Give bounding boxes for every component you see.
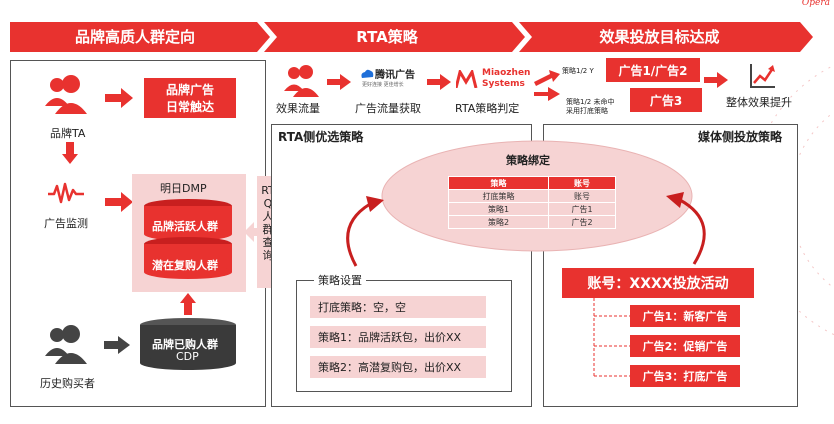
miaozhen-logo-line1: Miaozhen <box>482 68 531 78</box>
brand-ta-person-icon <box>45 75 87 114</box>
tree-connector <box>593 298 630 377</box>
branch-arrows-icon <box>534 70 560 101</box>
table-cell: 广告2 <box>548 215 616 229</box>
arrow-right-icon <box>427 74 451 90</box>
settings-item: 打底策略：空，空 <box>310 296 486 318</box>
arrow-right-dark-icon <box>104 336 130 354</box>
table-cell: 账号 <box>548 189 616 203</box>
dmp-cylinders <box>144 199 232 279</box>
strategy-n-line2: 采用打底策略 <box>566 107 608 115</box>
header-chevrons <box>10 22 813 52</box>
media-ad-item: 广告3：打底广告 <box>630 365 740 387</box>
settings-title: 策略设置 <box>314 272 366 288</box>
header-left: 品牌高质人群定向 <box>74 28 195 46</box>
binding-th-strategy: 策略 <box>447 176 550 190</box>
settings-item: 策略1：品牌活跃包，出价XX <box>310 326 486 348</box>
past-buyers-label: 历史购买者 <box>40 377 95 390</box>
cyl-active-label: 品牌活跃人群 <box>152 220 218 233</box>
table-cell: 策略1 <box>447 202 550 216</box>
wave-monitor-icon <box>48 182 84 204</box>
media-ad-item: 广告1：新客广告 <box>630 305 740 327</box>
binding-table-header-row: 策略 账号 <box>447 176 616 190</box>
ad-traffic-label: 广告流量获取 <box>355 102 421 115</box>
ad-monitor-label: 广告监测 <box>44 217 88 230</box>
ad12-box: 广告1/广告2 <box>606 58 700 82</box>
tencent-logo: 腾讯广告 更好连接 更佳增长 <box>360 66 424 92</box>
dmp-title: 明日DMP <box>160 182 207 195</box>
table-row: 策略2 广告2 <box>447 215 616 229</box>
strategy-y-label: 策略1/2 Y <box>562 67 594 75</box>
brand-ad-line1: 品牌广告 <box>165 83 214 97</box>
tencent-cloud-icon <box>361 69 374 78</box>
header-middle: RTA策略 <box>356 28 418 46</box>
miaozhen-logo-icon <box>456 70 478 88</box>
cdp-line1: 品牌已购人群 <box>152 338 218 351</box>
table-row: 打底策略 账号 <box>447 189 616 203</box>
traffic-label: 效果流量 <box>276 102 320 115</box>
brand-ad-box: 品牌广告 日常触达 <box>144 78 236 118</box>
arrow-up-icon <box>180 293 196 315</box>
table-cell: 广告1 <box>548 202 616 216</box>
cdp-cylinder <box>140 318 236 370</box>
rta-judge-label: RTA策略判定 <box>455 102 520 115</box>
binding-th-account: 账号 <box>548 176 616 190</box>
settings-item: 策略2：高潜复购包，出价XX <box>310 356 486 378</box>
miaozhen-logo-line2: Systems <box>482 79 525 89</box>
curved-arrow-right-icon <box>666 192 706 265</box>
binding-table: 策略 账号 打底策略 账号 策略1 广告1 策略2 广告2 <box>447 176 616 229</box>
arrow-right-icon <box>105 192 133 212</box>
rta-panel-title: RTA侧优选策略 <box>278 130 364 144</box>
arrow-right-icon <box>327 74 351 90</box>
curved-arrow-left-icon <box>346 196 384 267</box>
arrow-down-icon <box>62 142 78 164</box>
account-box: 账号：XXXX投放活动 <box>562 268 754 298</box>
brand-logo: Opera <box>801 0 830 8</box>
cdp-line2: CDP <box>176 350 199 363</box>
table-cell: 打底策略 <box>447 189 550 203</box>
cyl-repurchase-label: 潜在复购人群 <box>152 259 218 272</box>
table-cell: 策略2 <box>447 215 550 229</box>
header-right: 效果投放目标达成 <box>599 28 720 46</box>
brand-ad-line2: 日常触达 <box>165 100 214 114</box>
arrow-right-icon <box>704 72 728 88</box>
brand-ta-label: 品牌TA <box>50 127 86 140</box>
tencent-logo-main: 腾讯广告 <box>375 70 415 81</box>
table-row: 策略1 广告1 <box>447 202 616 216</box>
binding-title: 策略绑定 <box>506 154 550 167</box>
strategy-n-line1: 策略1/2 未命中 <box>566 98 615 106</box>
traffic-person-icon <box>284 65 319 97</box>
past-buyers-person-icon <box>45 325 87 364</box>
growth-chart-icon <box>750 64 775 88</box>
ad3-box: 广告3 <box>630 88 702 112</box>
arrow-right-icon <box>105 88 133 108</box>
settings-box <box>296 280 512 392</box>
media-panel-title: 媒体侧投放策略 <box>698 130 783 144</box>
media-ad-item: 广告2：促销广告 <box>630 335 740 357</box>
tencent-logo-sub: 更好连接 更佳增长 <box>362 82 404 88</box>
overall-label: 整体效果提升 <box>726 96 792 109</box>
